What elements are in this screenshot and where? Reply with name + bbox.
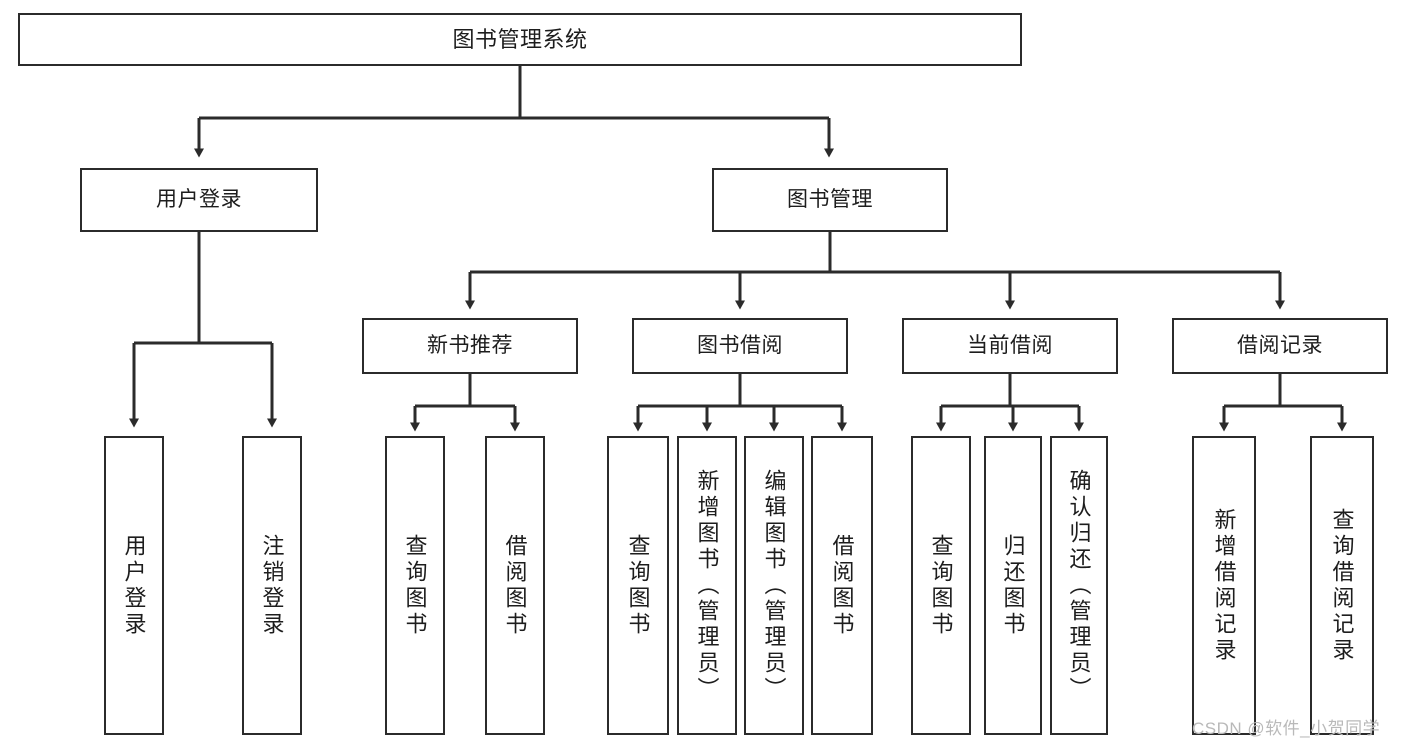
node-leaf-user-logout[interactable]: 注销登录 bbox=[242, 436, 302, 735]
node-current-borrow-label: 当前借阅 bbox=[967, 333, 1053, 357]
node-book-manage[interactable]: 图书管理 bbox=[712, 168, 948, 232]
node-borrow-record[interactable]: 借阅记录 bbox=[1172, 318, 1388, 374]
node-book-manage-label: 图书管理 bbox=[787, 187, 873, 211]
node-leaf-cur-query[interactable]: 查询图书 bbox=[911, 436, 971, 735]
node-book-borrow-label: 图书借阅 bbox=[697, 333, 783, 357]
node-leaf-cur-return[interactable]: 归还图书 bbox=[984, 436, 1042, 735]
node-book-borrow[interactable]: 图书借阅 bbox=[632, 318, 848, 374]
node-borrow-record-label: 借阅记录 bbox=[1237, 333, 1323, 357]
node-leaf-borrow-query-label: 查询图书 bbox=[625, 533, 651, 638]
node-current-borrow[interactable]: 当前借阅 bbox=[902, 318, 1118, 374]
node-user-login[interactable]: 用户登录 bbox=[80, 168, 318, 232]
node-leaf-borrow-do-label: 借阅图书 bbox=[829, 533, 855, 638]
node-leaf-user-login[interactable]: 用户登录 bbox=[104, 436, 164, 735]
node-leaf-borrow-edit[interactable]: 编辑图书（管理员） bbox=[744, 436, 804, 735]
node-leaf-borrow-do[interactable]: 借阅图书 bbox=[811, 436, 873, 735]
node-leaf-cur-return-label: 归还图书 bbox=[1000, 533, 1026, 638]
node-new-book-rec[interactable]: 新书推荐 bbox=[362, 318, 578, 374]
node-leaf-record-add[interactable]: 新增借阅记录 bbox=[1192, 436, 1256, 735]
node-leaf-cur-query-label: 查询图书 bbox=[928, 533, 954, 638]
node-leaf-cur-confirm-label: 确认归还（管理员） bbox=[1066, 468, 1092, 703]
node-root[interactable]: 图书管理系统 bbox=[18, 13, 1022, 66]
node-leaf-user-logout-label: 注销登录 bbox=[259, 533, 285, 638]
node-leaf-borrow-add-label: 新增图书（管理员） bbox=[694, 468, 720, 703]
node-leaf-record-add-label: 新增借阅记录 bbox=[1211, 507, 1237, 664]
node-leaf-user-login-label: 用户登录 bbox=[121, 533, 147, 638]
node-leaf-rec-query-label: 查询图书 bbox=[402, 533, 428, 638]
node-leaf-rec-borrow-label: 借阅图书 bbox=[502, 533, 528, 638]
node-leaf-rec-borrow[interactable]: 借阅图书 bbox=[485, 436, 545, 735]
node-leaf-record-search-label: 查询借阅记录 bbox=[1329, 507, 1355, 664]
node-leaf-record-search[interactable]: 查询借阅记录 bbox=[1310, 436, 1374, 735]
node-leaf-rec-query[interactable]: 查询图书 bbox=[385, 436, 445, 735]
node-user-login-label: 用户登录 bbox=[156, 187, 242, 211]
node-new-book-rec-label: 新书推荐 bbox=[427, 333, 513, 357]
node-leaf-borrow-add[interactable]: 新增图书（管理员） bbox=[677, 436, 737, 735]
node-leaf-borrow-edit-label: 编辑图书（管理员） bbox=[761, 468, 787, 703]
node-leaf-cur-confirm[interactable]: 确认归还（管理员） bbox=[1050, 436, 1108, 735]
node-root-label: 图书管理系统 bbox=[452, 26, 588, 52]
csdn-watermark: CSDN @软件_小贺同学 bbox=[1192, 719, 1381, 738]
node-leaf-borrow-query[interactable]: 查询图书 bbox=[607, 436, 669, 735]
